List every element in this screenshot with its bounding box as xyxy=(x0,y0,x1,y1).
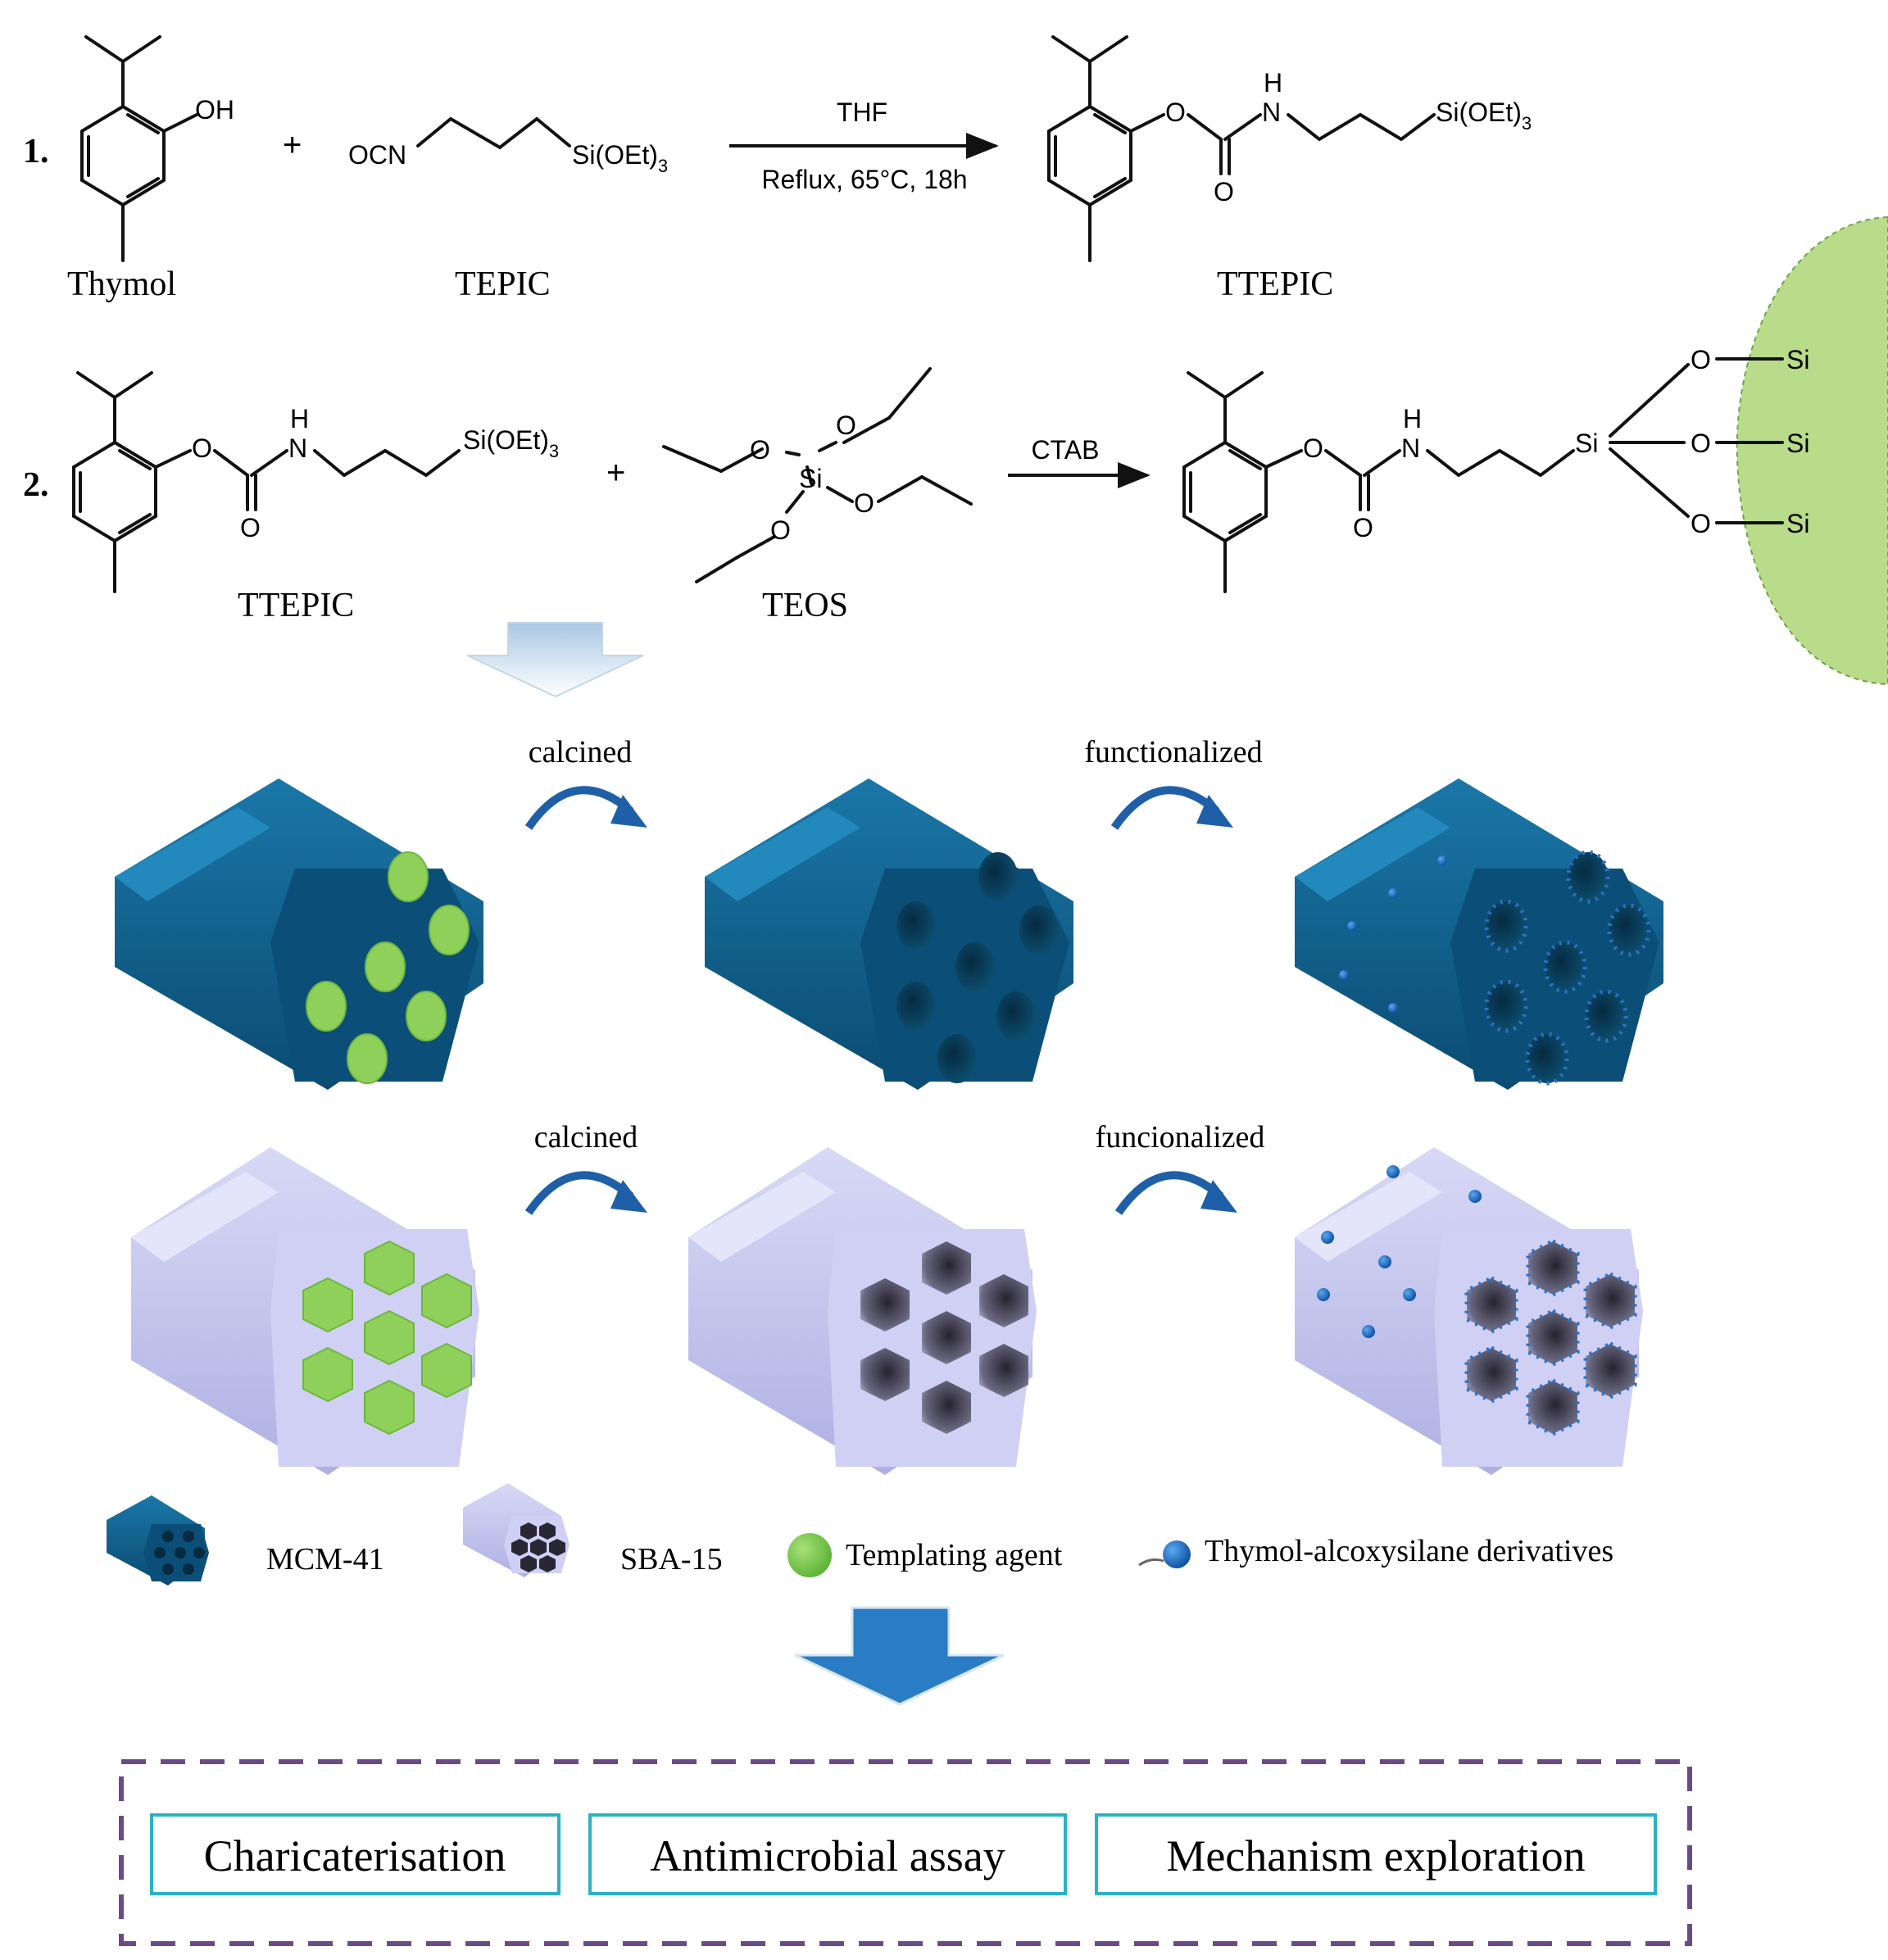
reaction1-condition-bottom: Reflux, 65°C, 18h xyxy=(761,165,967,194)
ttepic-product-structure xyxy=(1047,35,1436,262)
ttepic2-o-carbonyl: O xyxy=(240,513,261,542)
grafted-product-structure xyxy=(1182,357,1784,593)
plus-sign-2: + xyxy=(606,455,625,491)
ttepic2-h: H xyxy=(290,404,309,433)
thymol-structure xyxy=(80,35,198,262)
ttepic-h: H xyxy=(1264,68,1282,98)
product-o-mid: O xyxy=(1691,429,1711,458)
mcm41-functionalized xyxy=(1295,778,1663,1090)
thymol-label: Thymol xyxy=(67,265,176,303)
teos-o1: O xyxy=(836,411,856,440)
curved-arrow-mcm-1 xyxy=(524,786,647,830)
tepic-ocn: OCN xyxy=(348,140,406,170)
tepic-si: Si(OEt)3 xyxy=(572,140,668,176)
label-mcm-calcined: calcined xyxy=(529,735,633,769)
teos-si: Si xyxy=(799,464,822,493)
product-o-ester: O xyxy=(1303,433,1323,463)
ttepic2-si: Si(OEt)3 xyxy=(463,425,559,461)
sba15-with-template xyxy=(131,1147,479,1475)
reaction1-condition-top: THF xyxy=(837,98,887,127)
outcome-mechanism: Mechanism exploration xyxy=(1166,1831,1585,1881)
outcome-box-1 xyxy=(150,1813,560,1895)
outcome-box-3 xyxy=(1095,1813,1657,1895)
legend-mcm-label: MCM-41 xyxy=(266,1542,384,1577)
sba15-calcined xyxy=(688,1147,1037,1475)
ttepic2-label: TTEPIC xyxy=(238,587,354,624)
outcomes-dashed-frame xyxy=(119,1759,1692,1946)
legend-template-label: Templating agent xyxy=(846,1538,1063,1572)
ttepic-si: Si(OEt)3 xyxy=(1436,98,1532,134)
product-si-top: Si xyxy=(1786,345,1809,374)
result-down-arrow xyxy=(794,1606,1005,1706)
label-mcm-functionalized: functionalized xyxy=(1084,735,1262,769)
ttepic-label: TTEPIC xyxy=(1217,265,1333,303)
ttepic-reactant-structure xyxy=(72,371,461,593)
teos-structure xyxy=(662,367,973,583)
product-si-central: Si xyxy=(1575,429,1598,458)
legend-thymol-label: Thymol-alcoxysilane derivatives xyxy=(1205,1534,1613,1568)
teos-label: TEOS xyxy=(762,587,848,624)
legend-sba-label: SBA-15 xyxy=(620,1542,723,1577)
hollow-down-arrow xyxy=(466,622,644,698)
product-si-mid: Si xyxy=(1786,429,1809,458)
ttepic2-o-ester: O xyxy=(192,433,212,463)
curved-arrow-mcm-2 xyxy=(1110,786,1233,830)
plus-sign-1: + xyxy=(283,127,302,163)
product-si-bottom: Si xyxy=(1786,509,1809,538)
curved-arrow-sba-2 xyxy=(1114,1171,1237,1215)
product-n: N xyxy=(1401,433,1420,463)
outcome-antimicrobial: Antimicrobial assay xyxy=(650,1831,1005,1881)
legend-mcm-icon xyxy=(107,1495,209,1586)
legend-thymol-icon xyxy=(1138,1540,1191,1568)
reaction2-condition: CTAB xyxy=(1032,435,1100,465)
teos-o4: O xyxy=(770,515,791,545)
tepic-label: TEPIC xyxy=(455,265,551,303)
outcome-box-2 xyxy=(588,1813,1067,1895)
sba15-functionalized xyxy=(1295,1147,1643,1475)
legend-template-icon xyxy=(787,1533,832,1577)
ttepic-o-carbonyl: O xyxy=(1214,177,1234,206)
silica-surface xyxy=(1736,216,1888,686)
step2-label: 2. xyxy=(23,466,49,504)
thymol-oh: OH xyxy=(195,95,234,125)
product-o-carbonyl: O xyxy=(1353,513,1373,542)
label-sba-calcined: calcined xyxy=(534,1120,638,1155)
outcome-characterisation: Charicaterisation xyxy=(204,1831,506,1881)
product-h: H xyxy=(1403,404,1422,433)
ttepic-n: N xyxy=(1262,98,1281,127)
ttepic2-n: N xyxy=(288,433,307,463)
product-o-bottom: O xyxy=(1691,509,1711,538)
legend-sba-icon xyxy=(463,1483,570,1577)
teos-o2: O xyxy=(750,435,770,465)
tepic-chain xyxy=(416,116,571,150)
ttepic-o-ester: O xyxy=(1165,98,1186,127)
product-o-top: O xyxy=(1691,345,1711,374)
mcm41-calcined xyxy=(705,778,1073,1090)
label-sba-funcionalized: funcionalized xyxy=(1096,1120,1265,1155)
curved-arrow-sba-1 xyxy=(524,1171,647,1215)
teos-o3: O xyxy=(854,488,874,518)
mcm41-with-template xyxy=(115,778,483,1090)
step1-label: 1. xyxy=(23,133,49,170)
